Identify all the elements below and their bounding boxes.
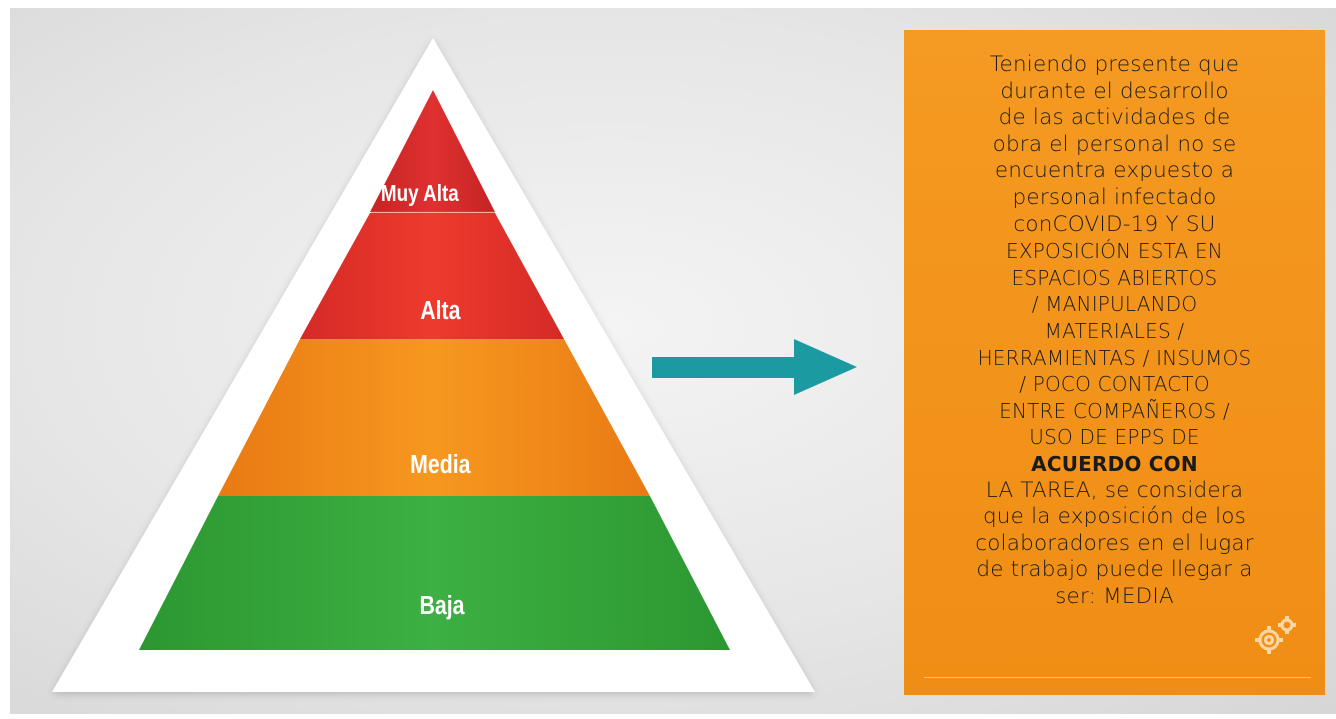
pyramid-level-muy-alta [370,90,495,212]
pyramid-level-baja [139,496,730,650]
info-line: / POCO CONTACTO [1019,372,1210,397]
info-text: Teniendo presente que durante el desarro… [922,52,1307,610]
pyramid-level-media [218,339,650,496]
pyramid-level-alta [300,213,564,339]
info-line: de las actividades de [998,105,1231,131]
info-line: MATERIALES / [1044,318,1185,343]
info-line: Teniendo presente que [989,52,1240,77]
info-line: de trabajo puede llegar a [976,557,1253,583]
info-line: ENTRE COMPAÑEROS / [999,398,1230,423]
info-line: HERRAMIENTAS / INSUMOS [977,345,1252,370]
level-label-media: Media [410,450,471,480]
info-line: ser: MEDIA [1055,583,1174,609]
info-line: colaboradores en el lugar [975,530,1254,556]
level-label-baja: Baja [419,591,465,621]
info-line: ACUERDO CON [1031,451,1198,476]
info-line: conCOVID-19 Y SU [1013,211,1216,237]
info-line: LA TAREA, se considera [985,477,1244,503]
info-line: personal infectado [1012,184,1217,210]
info-line: EXPOSICIÓN ESTA EN [1006,239,1223,264]
info-line: encuentra expuesto a [994,158,1235,184]
info-line: USO DE EPPS DE [1029,425,1200,450]
info-box: Teniendo presente que durante el desarro… [904,30,1325,695]
level-label-muy-alta: Muy Alta [381,181,459,206]
level-label-alta: Alta [420,296,461,326]
info-line: durante el desarrollo [1000,78,1229,104]
gear-icon [1255,616,1296,654]
info-line: obra el personal no se [992,131,1237,157]
info-line: ESPACIOS ABIERTOS [1011,265,1218,290]
info-line: que la exposición de los [982,504,1247,530]
box-divider [924,677,1311,678]
arrow-right-icon [652,339,857,395]
info-line: / MANIPULANDO [1031,292,1198,317]
